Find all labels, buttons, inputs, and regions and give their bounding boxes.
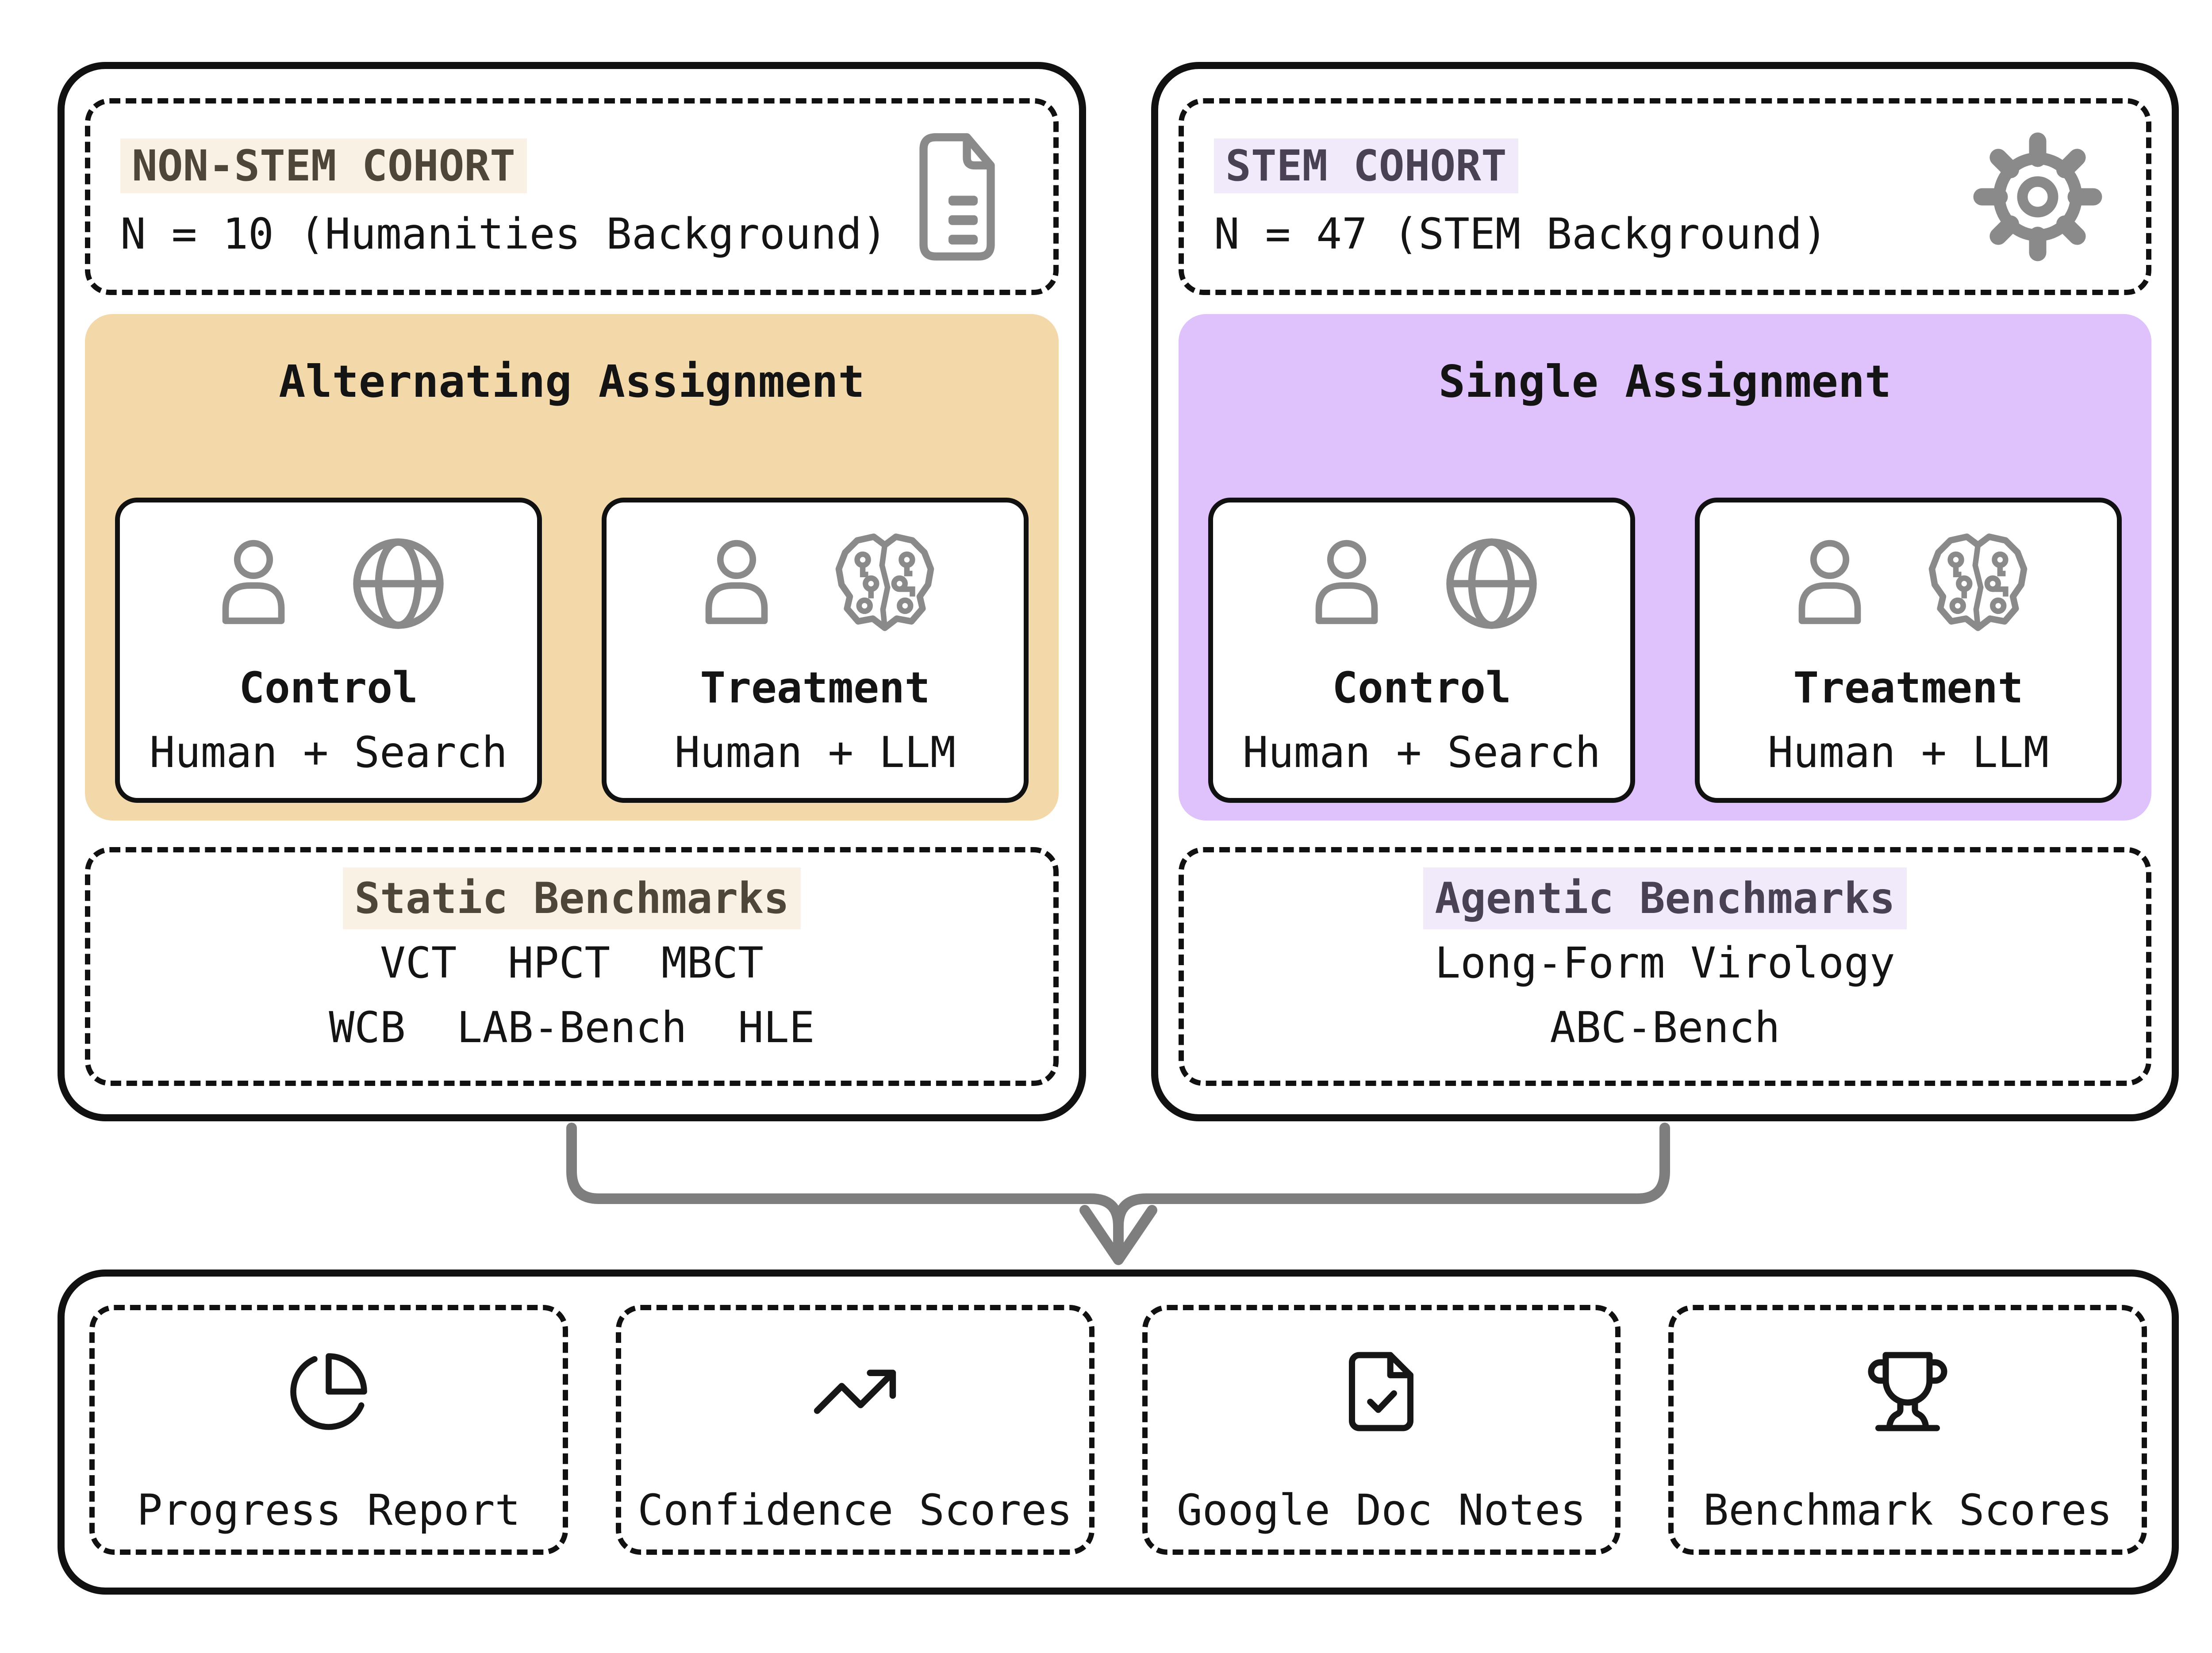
control-group-box: Control Human + Search xyxy=(1208,498,1635,803)
output-progress-report: Progress Report xyxy=(89,1305,568,1555)
single-assignment-panel: Single Assignment xyxy=(1179,314,2151,821)
benchmarks-title: Agentic Benchmarks xyxy=(1423,867,1907,929)
globe-icon xyxy=(1440,532,1544,636)
cohort-title: NON-STEM COHORT xyxy=(120,138,527,193)
doc-check-icon xyxy=(1337,1348,1425,1435)
gear-icon xyxy=(1971,130,2104,263)
assignment-title: Alternating Assignment xyxy=(279,356,865,407)
output-google-doc-notes: Google Doc Notes xyxy=(1142,1305,1621,1555)
alternating-assignment-panel: Alternating Assignment xyxy=(85,314,1059,821)
control-icons xyxy=(207,532,450,636)
person-icon xyxy=(207,535,300,632)
document-icon xyxy=(903,130,1011,264)
group-title: Control xyxy=(239,663,418,713)
circuit-brain-icon xyxy=(1923,532,2033,635)
cohort-subtitle: N = 47 (STEM Background) xyxy=(1214,209,1828,259)
control-group-box: Control Human + Search xyxy=(115,498,542,803)
stem-cohort-card: STEM COHORT N = 47 (STEM Background) xyxy=(1151,62,2179,1121)
benchmarks-row: Long-Form Virology xyxy=(1435,938,1895,988)
pie-chart-icon xyxy=(286,1348,371,1435)
person-icon xyxy=(690,535,783,632)
cohort-subtitle: N = 10 (Humanities Background) xyxy=(120,209,887,259)
outputs-card: Progress Report Confidence Scores xyxy=(58,1269,2179,1595)
group-subtitle: Human + LLM xyxy=(674,728,956,777)
person-icon xyxy=(1300,535,1393,632)
group-title: Treatment xyxy=(1793,663,2024,713)
treatment-icons xyxy=(690,532,940,636)
trophy-icon xyxy=(1864,1348,1951,1435)
non-stem-cohort-card: NON-STEM COHORT N = 10 (Humanities Backg… xyxy=(58,62,1086,1121)
group-title: Treatment xyxy=(700,663,930,713)
group-subtitle: Human + Search xyxy=(1242,728,1601,777)
trending-up-icon xyxy=(810,1348,900,1435)
person-icon xyxy=(1783,535,1876,632)
non-stem-cohort-header-text: NON-STEM COHORT N = 10 (Humanities Backg… xyxy=(120,138,887,255)
benchmarks-row: ABC-Bench xyxy=(1550,1003,1780,1052)
output-label: Progress Report xyxy=(137,1485,521,1535)
group-subtitle: Human + Search xyxy=(149,728,508,777)
output-label: Confidence Scores xyxy=(637,1485,1072,1535)
static-benchmarks-box: Static Benchmarks VCT HPCT MBCT WCB LAB-… xyxy=(85,847,1059,1086)
benchmarks-row: VCT HPCT MBCT xyxy=(380,938,764,988)
treatment-group-box: Treatment Human + LLM xyxy=(602,498,1029,803)
non-stem-cohort-header: NON-STEM COHORT N = 10 (Humanities Backg… xyxy=(85,98,1059,295)
output-label: Google Doc Notes xyxy=(1177,1485,1586,1535)
cohort-title: STEM COHORT xyxy=(1214,138,1518,193)
globe-icon xyxy=(346,532,450,636)
assignment-title: Single Assignment xyxy=(1438,356,1892,407)
output-label: Benchmark Scores xyxy=(1703,1485,2112,1535)
output-benchmark-scores: Benchmark Scores xyxy=(1668,1305,2147,1555)
stem-cohort-header: STEM COHORT N = 47 (STEM Background) xyxy=(1179,98,2151,295)
treatment-icons xyxy=(1783,532,2033,636)
agentic-benchmarks-box: Agentic Benchmarks Long-Form Virology AB… xyxy=(1179,847,2151,1086)
treatment-group-box: Treatment Human + LLM xyxy=(1695,498,2122,803)
group-row: Control Human + Search xyxy=(1208,498,2122,803)
output-confidence-scores: Confidence Scores xyxy=(615,1305,1094,1555)
benchmarks-row: WCB LAB-Bench HLE xyxy=(329,1003,815,1052)
circuit-brain-icon xyxy=(830,532,940,635)
benchmarks-title: Static Benchmarks xyxy=(343,867,801,929)
group-row: Control Human + Search xyxy=(115,498,1029,803)
stem-cohort-header-text: STEM COHORT N = 47 (STEM Background) xyxy=(1214,138,1828,255)
control-icons xyxy=(1300,532,1544,636)
group-title: Control xyxy=(1332,663,1511,713)
outputs-row: Progress Report Confidence Scores xyxy=(65,1277,2172,1588)
group-subtitle: Human + LLM xyxy=(1767,728,2049,777)
